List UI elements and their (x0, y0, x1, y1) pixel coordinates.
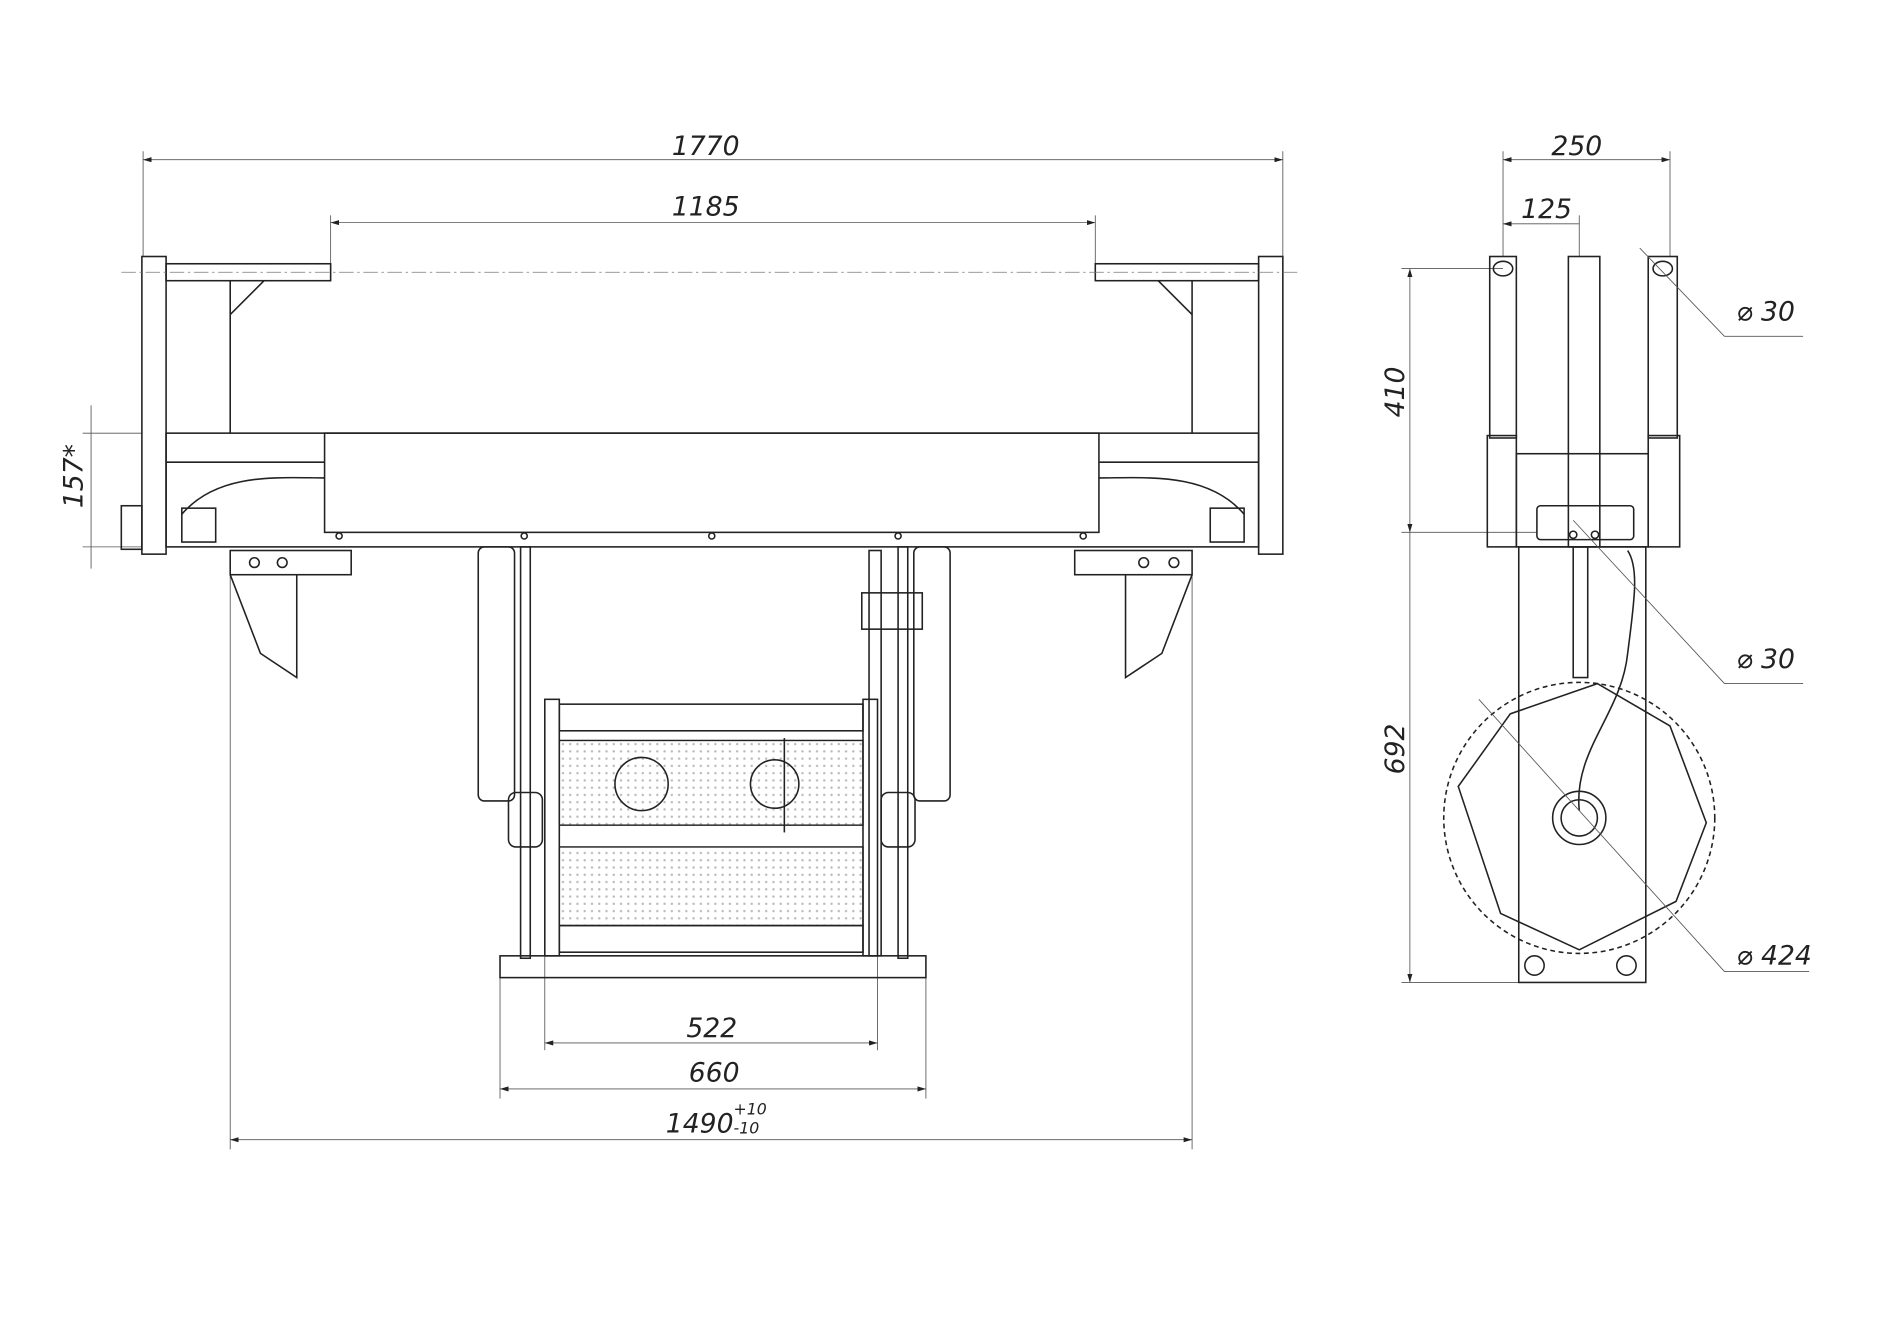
gear (1442, 681, 1716, 955)
front-view: 1770 1185 522 660 1490 +10 -10 157* (59, 131, 1301, 1150)
dim-tol-minus: -10 (734, 1119, 760, 1138)
dia-gear-label: ⌀ 424 (1737, 940, 1812, 971)
dim-lower-height: 692 (1380, 724, 1411, 775)
dim-side-half-width: 125 (1521, 194, 1572, 225)
dim-tol-plus: +10 (734, 1099, 767, 1118)
dia-shaft-label: ⌀ 30 (1737, 644, 1795, 675)
dim-frame-width: 660 (689, 1058, 740, 1089)
dim-drum-length: 522 (686, 1013, 737, 1044)
dim-bottom-width: 1490 (666, 1108, 734, 1139)
side-view: 250 125 410 692 ⌀ 30 ⌀ 30 ⌀ 424 (1380, 131, 1812, 984)
dim-upper-height: 410 (1380, 367, 1411, 418)
dim-side-width: 250 (1551, 131, 1602, 162)
dim-overall-width: 1770 (672, 131, 740, 162)
dim-inner-width: 1185 (672, 191, 740, 222)
dia-pin-label: ⌀ 30 (1737, 297, 1795, 328)
dim-beam-height: 157* (59, 444, 90, 508)
